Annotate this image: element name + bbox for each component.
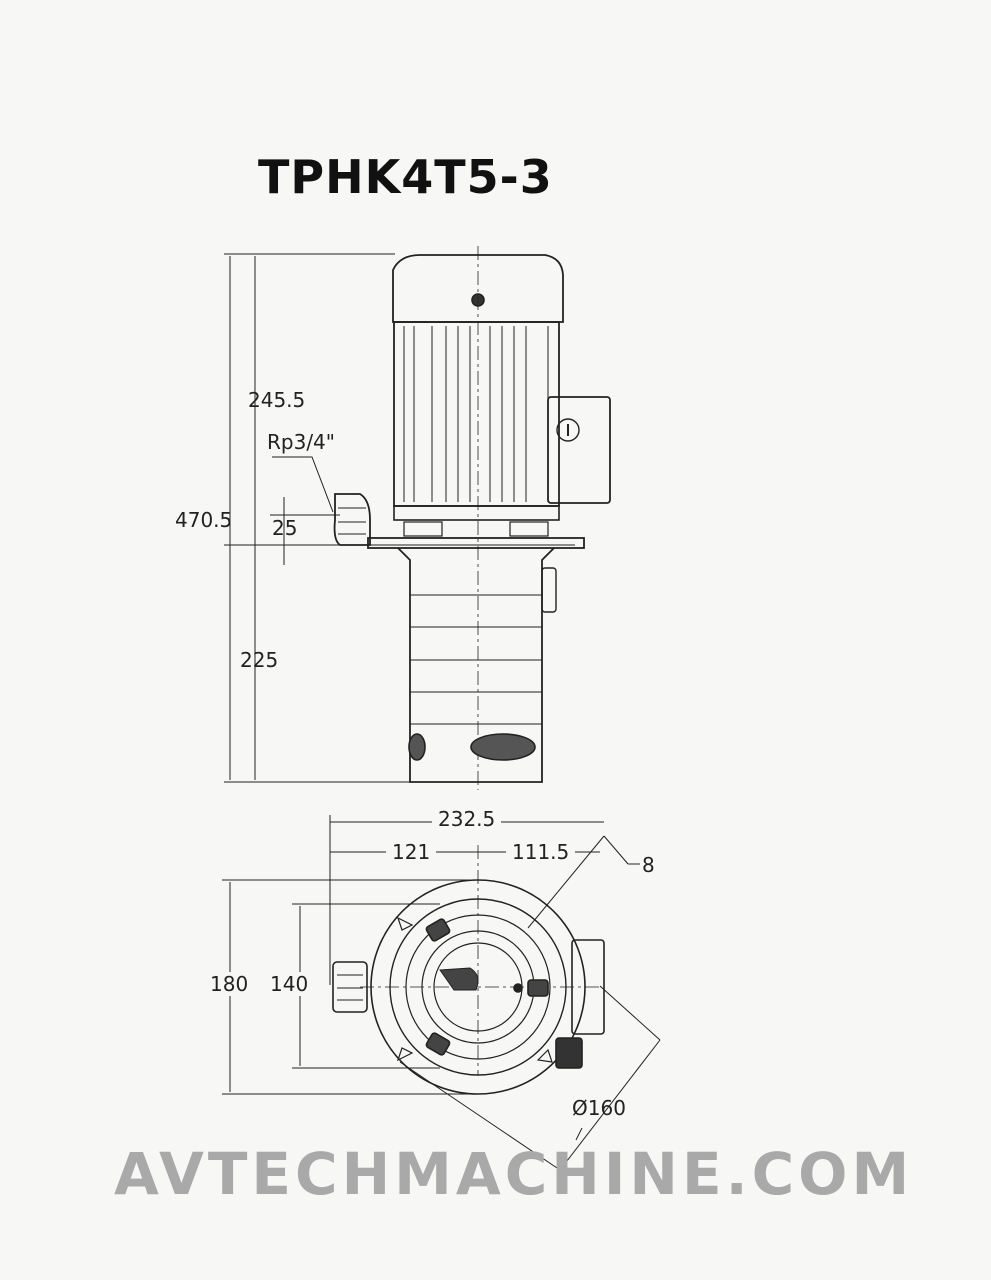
- dim-outer-height: 180: [210, 972, 249, 996]
- dim-total-height: 470.5: [175, 508, 233, 532]
- flange-upper: [393, 505, 560, 521]
- terminal-box: [547, 396, 611, 504]
- dim-immersion-depth: 225: [240, 648, 279, 672]
- dim-hole-size: 8: [642, 853, 655, 877]
- drain-plug: [541, 567, 557, 613]
- dim-outlet-offset: 25: [272, 516, 298, 540]
- dim-right-offset: 111.5: [506, 840, 576, 864]
- pump-column: [397, 547, 555, 783]
- drawing-title: TPHK4T5-3: [258, 150, 553, 204]
- dim-overall-width: 232.5: [432, 807, 502, 831]
- shaft-key: [439, 967, 479, 991]
- dim-inner-height: 140: [270, 972, 309, 996]
- dim-motor-height: 245.5: [248, 388, 306, 412]
- intake-slot: [470, 733, 536, 761]
- dim-bolt-circle: Ø160: [572, 1096, 626, 1120]
- motor-body: [393, 321, 560, 507]
- outlet-top: [332, 961, 368, 1013]
- dim-outlet-thread: Rp3/4": [267, 430, 335, 454]
- site-watermark: AVTECHMACHINE.COM: [114, 1140, 914, 1208]
- terminal-box-top: [571, 939, 605, 1035]
- intake-slot: [408, 733, 426, 761]
- outlet-port: [333, 493, 371, 546]
- motor-fan-cover: [392, 254, 564, 323]
- dim-left-offset: 121: [386, 840, 437, 864]
- mounting-flange: [367, 537, 585, 549]
